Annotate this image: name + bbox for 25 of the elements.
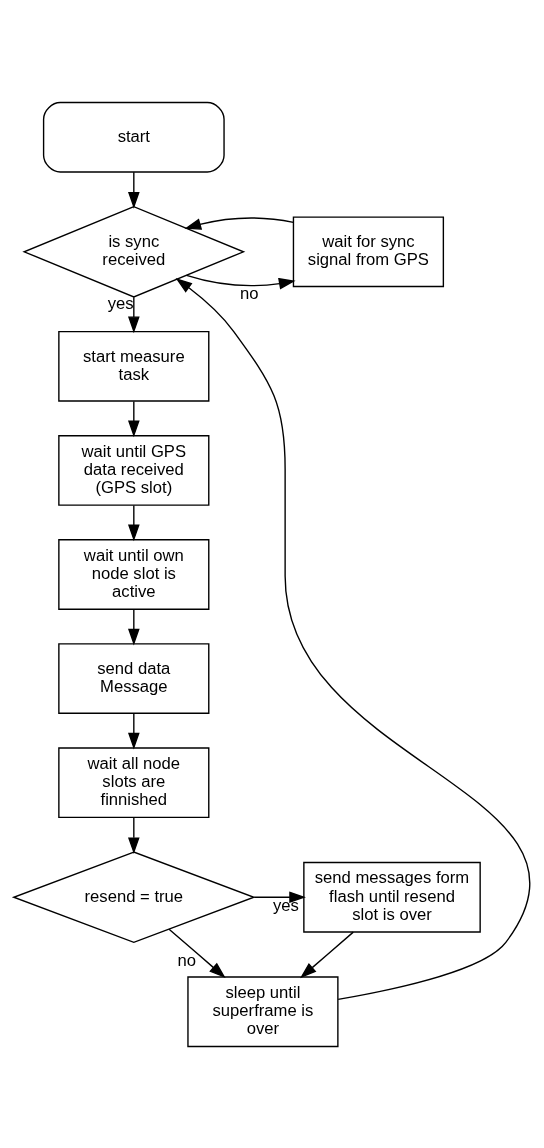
edge-label: no	[177, 950, 197, 970]
node-box: wait all node slots are finnished	[58, 746, 210, 818]
node-box: wait until GPS data received (GPS slot)	[58, 434, 210, 506]
arrow	[175, 277, 531, 1000]
node-box: start	[42, 101, 225, 173]
node-box: wait until own node slot is active	[58, 538, 210, 610]
arrow	[184, 216, 295, 230]
arrow	[300, 930, 354, 978]
arrow	[185, 274, 296, 289]
arrow	[128, 400, 140, 437]
node-box: send data Message	[58, 642, 210, 714]
arrow	[128, 608, 140, 645]
arrow	[128, 712, 140, 749]
node-box: sleep until superframe is over	[187, 975, 339, 1047]
arrow	[128, 296, 140, 333]
node-box: start measure task	[58, 330, 210, 402]
node-box: send messages form flash until resend slot is over	[303, 861, 481, 933]
arrow	[128, 816, 140, 854]
arrow	[253, 890, 306, 903]
node-diamond: resend = true	[11, 850, 256, 943]
arrow	[128, 170, 140, 209]
edge-label: yes	[272, 895, 299, 915]
arrow	[128, 504, 140, 541]
node-box: wait for sync signal from GPS	[292, 215, 445, 287]
arrow	[168, 927, 226, 978]
